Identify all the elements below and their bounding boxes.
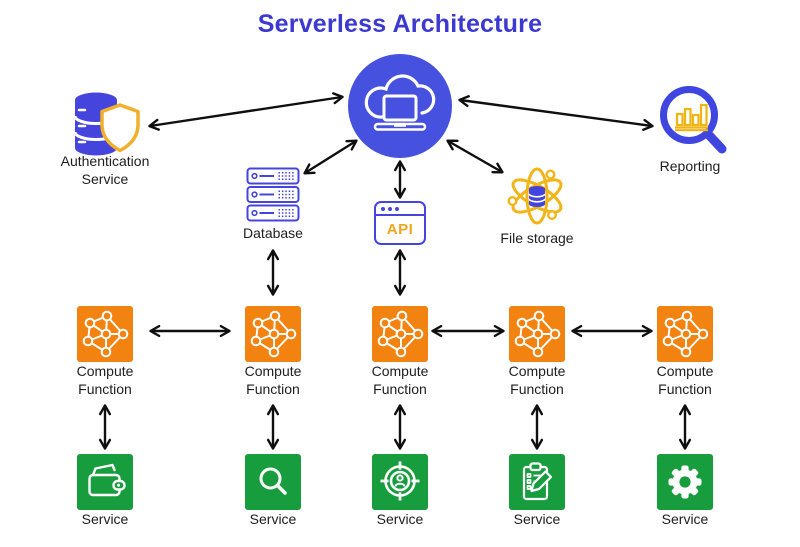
- database-shield-icon: [73, 92, 140, 156]
- authentication-service-label: Authentication Service: [60, 153, 150, 187]
- server-rack-icon: [246, 167, 300, 222]
- clipboard-pencil-icon: [522, 462, 553, 501]
- arrow-hub-reporting: [458, 95, 654, 131]
- network-graph-icon: [662, 310, 709, 358]
- cloud-laptop-icon: [364, 74, 436, 131]
- compute-function-node: [509, 306, 565, 362]
- arrow-auth-hub: [148, 92, 344, 131]
- file-storage-label: File storage: [500, 230, 574, 246]
- network-graph-icon: [514, 310, 561, 358]
- window-dot-icon: [388, 206, 392, 211]
- atom-database-icon: [507, 167, 563, 225]
- arrow-hub-database: [303, 139, 358, 175]
- target-user-icon: [380, 461, 420, 501]
- compute-function-node: [245, 306, 301, 362]
- service-node: [509, 454, 565, 510]
- service-node: [77, 454, 133, 510]
- service-label: Service: [661, 511, 709, 527]
- service-label: Service: [513, 511, 561, 527]
- service-label: Service: [249, 511, 297, 527]
- compute-function-label: Compute Function: [508, 363, 566, 397]
- window-dot-icon: [381, 206, 385, 211]
- browser-window-icon: API: [374, 201, 426, 245]
- compute-function-label: Compute Function: [656, 363, 714, 397]
- cloud-hub-node: [348, 54, 452, 158]
- service-label: Service: [376, 511, 424, 527]
- service-label: Service: [81, 511, 129, 527]
- database-label: Database: [243, 225, 303, 241]
- api-label: API: [386, 221, 414, 238]
- compute-function-label: Compute Function: [244, 363, 302, 397]
- magnifier-chart-icon: [660, 86, 727, 154]
- browser-window-titlebar: [376, 203, 424, 216]
- compute-function-node: [657, 306, 713, 362]
- compute-function-label: Compute Function: [371, 363, 429, 397]
- search-icon: [259, 467, 287, 495]
- window-dot-icon: [395, 206, 399, 211]
- page-title: Serverless Architecture: [257, 10, 543, 38]
- compute-function-node: [372, 306, 428, 362]
- network-graph-icon: [250, 310, 297, 358]
- gear-icon: [668, 465, 702, 499]
- service-node: [372, 454, 428, 510]
- network-graph-icon: [82, 310, 129, 358]
- reporting-label: Reporting: [659, 158, 721, 174]
- network-graph-icon: [377, 310, 424, 358]
- compute-function-node: [77, 306, 133, 362]
- arrow-hub-filestorage: [446, 139, 504, 174]
- service-node: [245, 454, 301, 510]
- service-node: [657, 454, 713, 510]
- wallet-icon: [88, 463, 126, 497]
- compute-function-label: Compute Function: [76, 363, 134, 397]
